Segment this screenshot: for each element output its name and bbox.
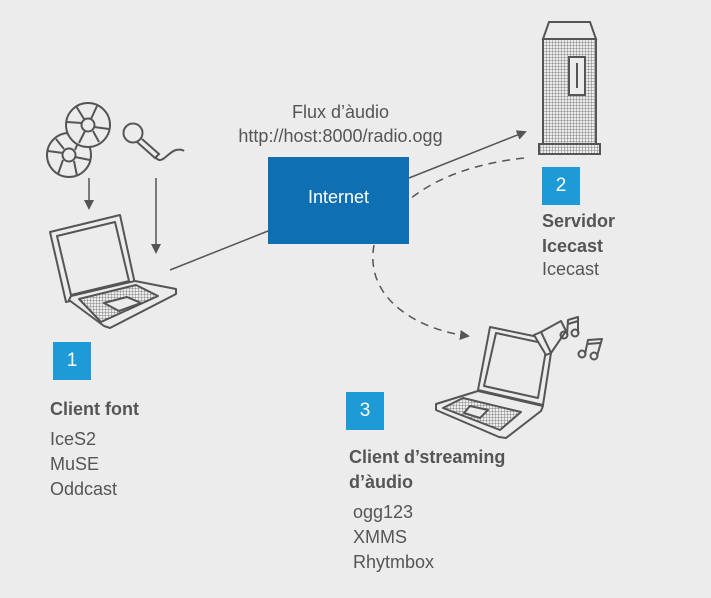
list-item: Icecast: [542, 259, 600, 279]
stream-label-line1: Flux d’àudio: [291, 102, 390, 122]
stream-url: http://host:8000/radio.ogg: [238, 126, 443, 146]
internet-to-server-arrow: [408, 130, 527, 179]
server-title-line2: Icecast: [542, 236, 604, 256]
laptop-icon: [49, 214, 177, 329]
list-item: Oddcast: [50, 479, 118, 499]
microphone-icon: [122, 122, 185, 161]
streaming-client-list: ogg123 XMMS Rhytmbox: [353, 500, 434, 575]
server-title-line1: Servidor: [542, 211, 616, 231]
server-to-internet-dashed: [409, 157, 525, 200]
source-client-title: Client font: [50, 399, 139, 419]
laptop-speaker-icon: [435, 316, 603, 439]
server-list: Icecast: [542, 257, 599, 282]
list-item: ogg123: [353, 502, 414, 522]
streaming-client-title-line2: d’àudio: [349, 472, 413, 492]
internet-label: Internet: [307, 187, 370, 207]
internet-to-listener-dashed-arrow: [372, 244, 470, 340]
stream-label: Flux d’àudio http://host:8000/radio.ogg: [218, 100, 463, 148]
cd-discs-icon: [46, 102, 111, 178]
badge-3: 3: [346, 392, 384, 430]
badge-1: 1: [53, 342, 91, 380]
server-tower-icon: [538, 21, 601, 155]
list-item: IceS2: [50, 429, 97, 449]
badge-2: 2: [542, 167, 580, 205]
internet-box: Internet: [268, 157, 409, 244]
streaming-client-title: Client d’streaming d’àudio: [349, 445, 505, 495]
list-item: MuSE: [50, 454, 100, 474]
list-item: XMMS: [353, 527, 407, 547]
source-to-internet-line: [169, 230, 269, 271]
music-notes-icon: [559, 316, 603, 361]
server-title: Servidor Icecast: [542, 209, 615, 259]
source-client-list: IceS2 MuSE Oddcast: [50, 427, 117, 502]
streaming-client-title-line1: Client d’streaming: [349, 447, 506, 467]
list-item: Rhytmbox: [353, 552, 435, 572]
